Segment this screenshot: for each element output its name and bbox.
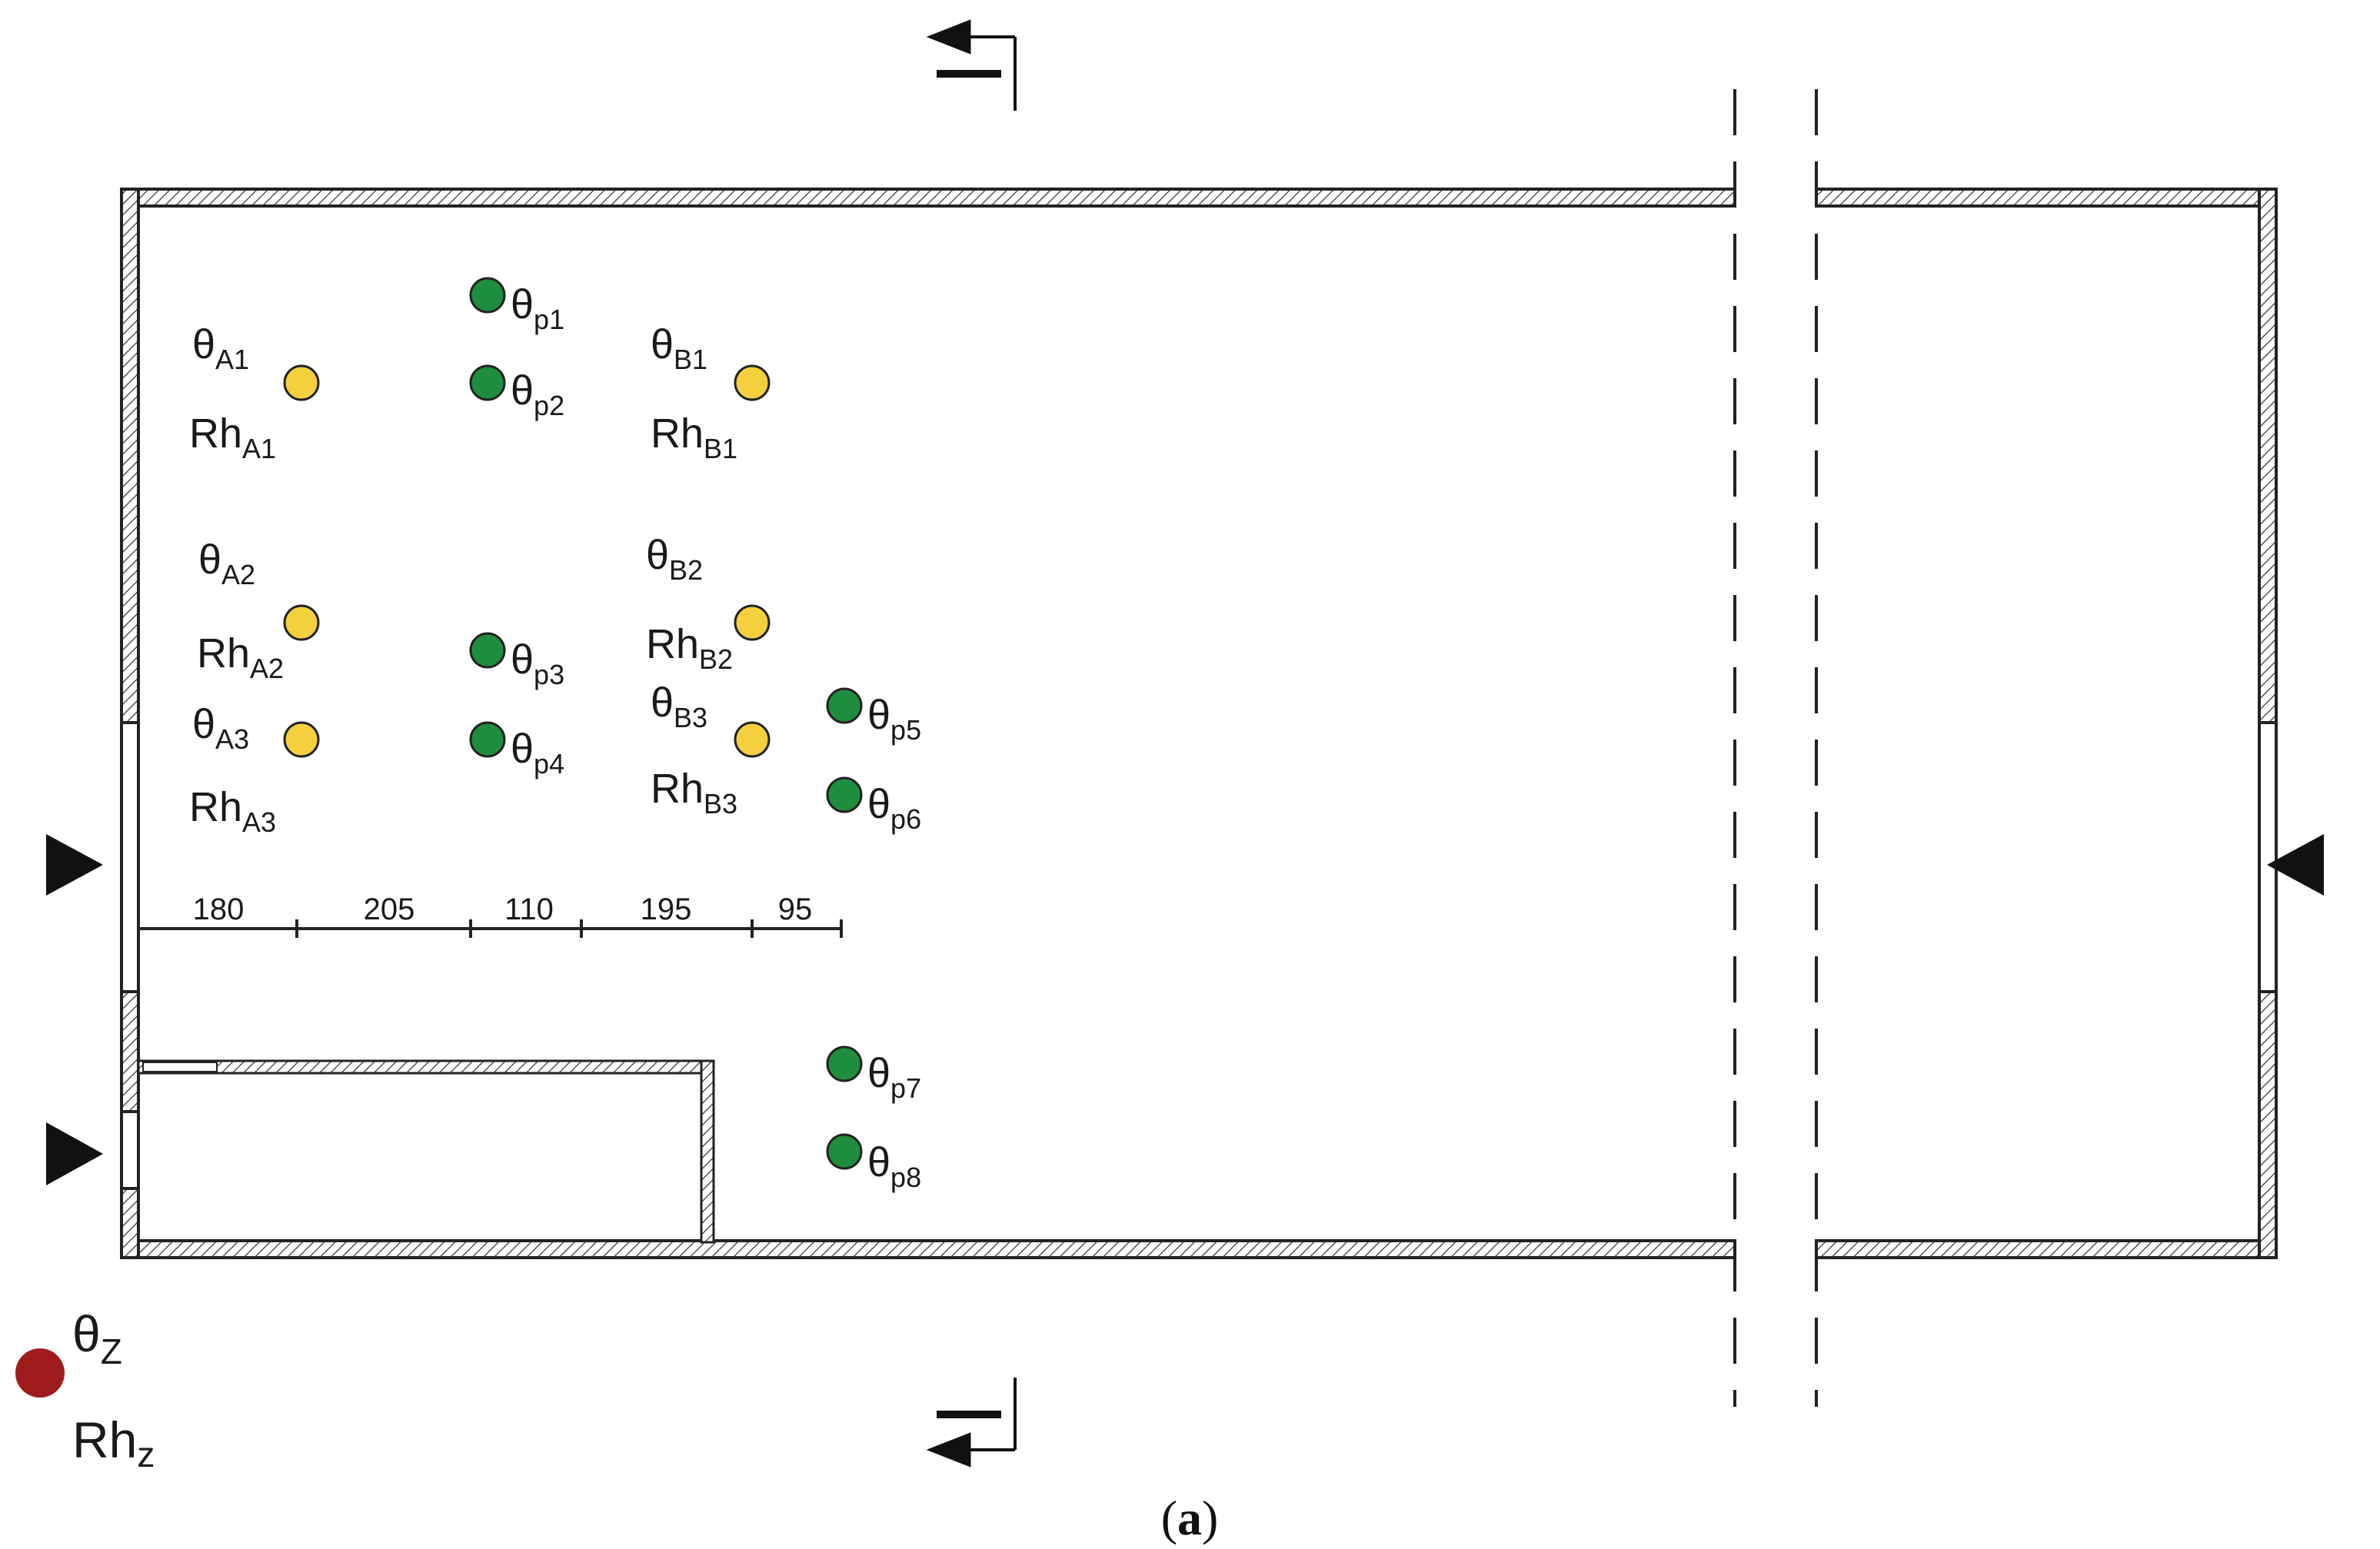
partition-right xyxy=(700,1059,715,1244)
sensor-p6 xyxy=(826,776,863,813)
dimension-label: 195 xyxy=(641,893,692,926)
dimension-label: 110 xyxy=(504,893,554,926)
section-marker-top xyxy=(926,19,1017,111)
label-theta-p8: θp8 xyxy=(867,1139,921,1193)
sensor-b1 xyxy=(734,364,771,401)
sensor-a1 xyxy=(283,364,320,401)
label-rh-a1: RhA1 xyxy=(189,411,276,464)
sensors-yellow xyxy=(283,364,771,758)
sensor-p1 xyxy=(469,277,506,314)
sensor-p2 xyxy=(469,364,506,401)
label-rh-b3: RhB3 xyxy=(651,766,737,819)
partition-top xyxy=(137,1059,715,1075)
label-theta-b1: θB1 xyxy=(651,321,707,375)
dimension-label: 205 xyxy=(364,893,415,926)
sensor-b3 xyxy=(734,721,771,758)
label-rh-b1: RhB1 xyxy=(651,411,737,464)
sensor-p7 xyxy=(826,1045,863,1082)
label-rh-a3: RhA3 xyxy=(189,784,276,838)
entry-arrow-right xyxy=(2267,834,2324,896)
wall-left-lower xyxy=(120,1187,140,1259)
sensor-z xyxy=(15,1348,65,1398)
dimension-label: 180 xyxy=(193,893,245,926)
label-theta-z: θZ xyxy=(72,1305,122,1371)
sensor-p4 xyxy=(469,721,506,758)
wall-right-lower xyxy=(2258,990,2278,1259)
sensor-b2 xyxy=(734,604,771,641)
sensor-p5 xyxy=(826,687,863,724)
wall-bottom-left xyxy=(120,1239,1736,1259)
sensors-green xyxy=(469,277,863,1170)
dimension-line xyxy=(137,919,843,938)
label-theta-b2: θB2 xyxy=(646,532,703,586)
sensor-a2 xyxy=(283,604,320,641)
break-lines xyxy=(1733,89,1818,1407)
dimension-labels: 180 205 110 195 95 xyxy=(193,893,813,926)
label-theta-a1: θA1 xyxy=(192,321,249,375)
wall-left-upper xyxy=(120,188,140,724)
window-left-lower xyxy=(120,1110,140,1190)
label-theta-p4: θp4 xyxy=(511,726,564,779)
partition-door-gap xyxy=(142,1062,218,1072)
label-theta-a3: θA3 xyxy=(192,701,249,755)
label-rh-z: Rhz xyxy=(72,1411,155,1474)
entry-arrow-left-upper xyxy=(46,834,103,896)
wall-top-right xyxy=(1815,188,2278,208)
label-theta-p2: θp2 xyxy=(511,367,564,421)
window-right xyxy=(2258,721,2278,993)
dimension-label: 95 xyxy=(778,893,813,926)
label-theta-p7: θp7 xyxy=(867,1050,921,1104)
wall-top-left xyxy=(120,188,1736,208)
building-walls xyxy=(120,188,2278,1259)
sensor-p3 xyxy=(469,632,506,669)
label-theta-p6: θp6 xyxy=(867,781,921,835)
window-left-upper xyxy=(120,721,140,993)
figure-caption: (a) xyxy=(1161,1491,1219,1545)
wall-right-upper xyxy=(2258,188,2278,724)
label-theta-p5: θp5 xyxy=(867,692,921,746)
label-theta-p3: θp3 xyxy=(511,637,564,690)
label-theta-b3: θB3 xyxy=(651,680,707,733)
label-rh-b2: RhB2 xyxy=(646,621,733,675)
label-theta-a2: θA2 xyxy=(198,537,255,590)
sensor-labels: θA1 RhA1 θA2 RhA2 θA3 RhA3 θB1 RhB1 θB2 … xyxy=(72,281,921,1474)
label-rh-a2: RhA2 xyxy=(197,630,284,684)
sensor-a3 xyxy=(283,721,320,758)
sensor-p8 xyxy=(826,1133,863,1170)
section-marker-bottom xyxy=(926,1378,1017,1468)
wall-left-middle xyxy=(120,990,140,1113)
entry-arrow-left-lower xyxy=(46,1122,103,1185)
wall-bottom-right xyxy=(1815,1239,2278,1259)
label-theta-p1: θp1 xyxy=(511,281,564,335)
